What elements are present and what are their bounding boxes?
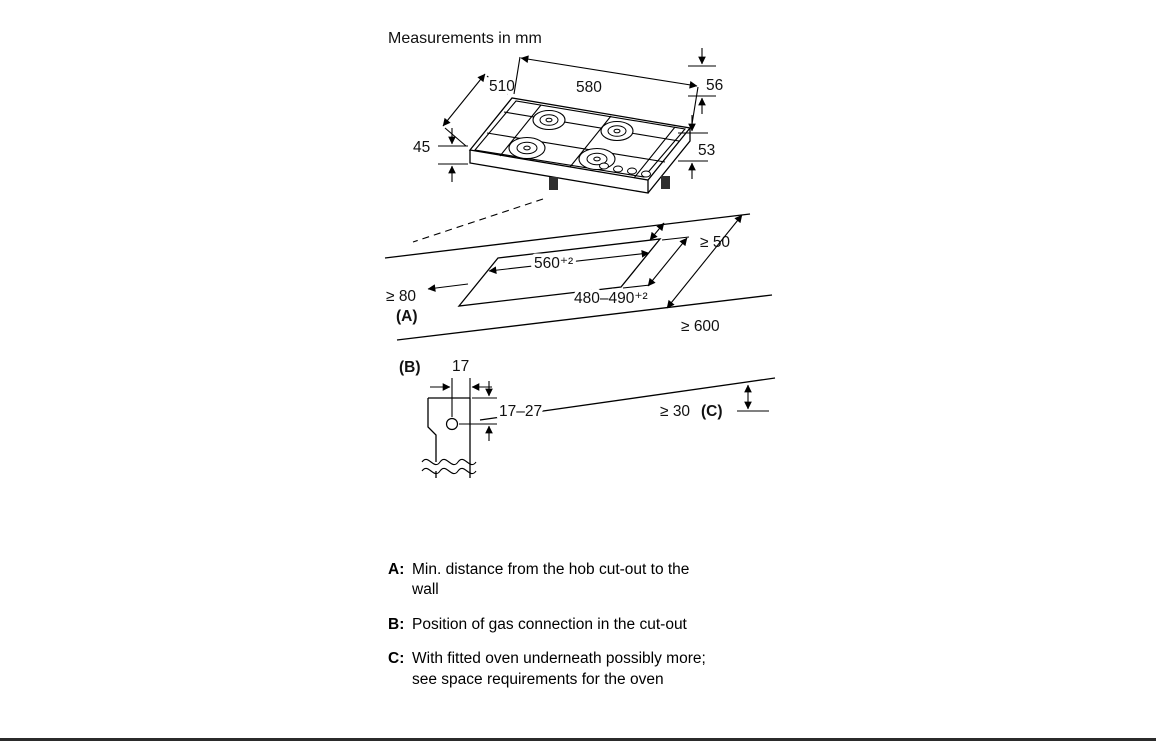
callout-a: (A) (396, 308, 418, 325)
legend-item-c: C: With fitted oven underneath possibly … (388, 649, 748, 690)
gas-connection-detail: (B) 17 17–27 (396, 355, 546, 478)
worktop-rear-edge (384, 213, 751, 259)
callout-b: (B) (399, 359, 421, 376)
dim-label-gas-offset: 17 (452, 358, 469, 375)
hob-dimensions: 510 580 56 45 53 (410, 48, 727, 182)
dim-label-rim-height: 56 (706, 77, 723, 94)
dim-label-wall-clearance: ≥ 80 (386, 288, 416, 305)
burner-back-right (600, 120, 634, 142)
control-knobs (599, 162, 651, 178)
callout-c: (C) (701, 403, 723, 420)
dim-label-hob-width: 580 (576, 79, 602, 96)
burner-back-left (532, 109, 566, 131)
dim-label-cutout-width: 560⁺² (534, 255, 573, 272)
page-title: Measurements in mm (388, 30, 542, 47)
break-line (421, 467, 477, 475)
legend-text-c: With fitted oven underneath possibly mor… (412, 650, 706, 688)
burner-front-right (578, 147, 616, 171)
hob-leg-right (661, 176, 670, 189)
page-bottom-rule (0, 738, 1156, 741)
dim-label-body-height: 45 (413, 139, 430, 156)
legend-key-a: A: (388, 561, 405, 578)
dim-label-gas-range: 17–27 (499, 403, 542, 420)
legend-item-b: B: Position of gas connection in the cut… (388, 615, 748, 635)
oven-clearance: ≥ 30 (C) (657, 384, 769, 424)
dim-label-hob-depth: 510 (489, 78, 515, 95)
hob-leg-left (549, 177, 558, 190)
oven-top-edge (479, 377, 776, 421)
break-line (421, 458, 477, 466)
dim-label-oven-clearance: ≥ 30 (660, 403, 690, 420)
dim-label-worktop-depth: ≥ 600 (681, 318, 720, 335)
gas-connection-hole (445, 417, 459, 431)
legend-text-a: Min. distance from the hob cut-out to th… (412, 561, 690, 599)
legend-key-c: C: (388, 650, 405, 668)
legend: A: Min. distance from the hob cut-out to… (388, 560, 748, 704)
dim-label-cutout-depth: 480–490⁺² (574, 290, 648, 307)
legend-text-b: Position of gas connection in the cut-ou… (412, 615, 687, 633)
hob-drawing (468, 97, 692, 194)
legend-key-b: B: (388, 615, 405, 633)
burner-front-left (508, 136, 546, 160)
projection-line (412, 198, 544, 243)
dim-label-total-height: 53 (698, 142, 715, 159)
cutout-outline (457, 238, 662, 307)
worktop-drawing: 560⁺² 480–490⁺² ≥ 50 ≥ 80 (A) ≥ 600 (383, 198, 776, 421)
legend-item-a: A: Min. distance from the hob cut-out to… (388, 560, 748, 601)
